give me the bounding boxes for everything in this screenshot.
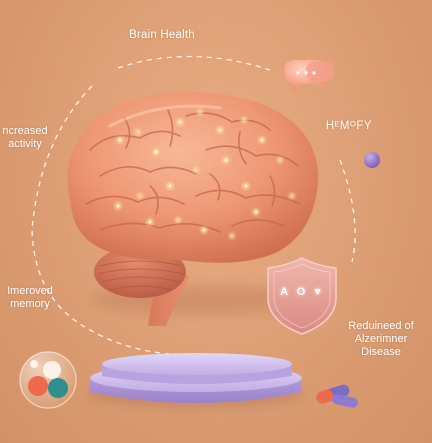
- shield-glyphs: A O ♥: [280, 286, 324, 298]
- title-label: Brain Health: [129, 29, 195, 41]
- reduced-line-3: Disease: [361, 346, 401, 358]
- increased-line-1: ncreased: [2, 125, 48, 137]
- neural-glow-lights: [115, 109, 295, 239]
- reduced-line-2: Alzerimner: [354, 333, 408, 345]
- reduced-alzheimers-label: Reduineed of Alzerimner Disease: [334, 320, 428, 359]
- purple-sphere: [364, 152, 380, 168]
- brain: [67, 91, 319, 263]
- improved-memory-label: Imeroved memory: [0, 285, 60, 311]
- pill-jar: [19, 351, 77, 409]
- capsule-pills: [316, 384, 358, 408]
- memory-label: HᴱMᴼFY: [325, 120, 373, 132]
- pedestal: [88, 353, 304, 408]
- reduced-line-1: Reduineed of: [348, 320, 414, 332]
- improved-line-1: Imeroved: [7, 285, 53, 297]
- improved-line-2: memory: [10, 298, 50, 310]
- dashed-orbit-ring: [31, 55, 356, 355]
- increased-activity-label: ncreased activity: [0, 125, 58, 151]
- increased-line-2: activity: [8, 138, 42, 150]
- chat-bubble-icon: [284, 60, 334, 92]
- shield-icon: [267, 257, 337, 335]
